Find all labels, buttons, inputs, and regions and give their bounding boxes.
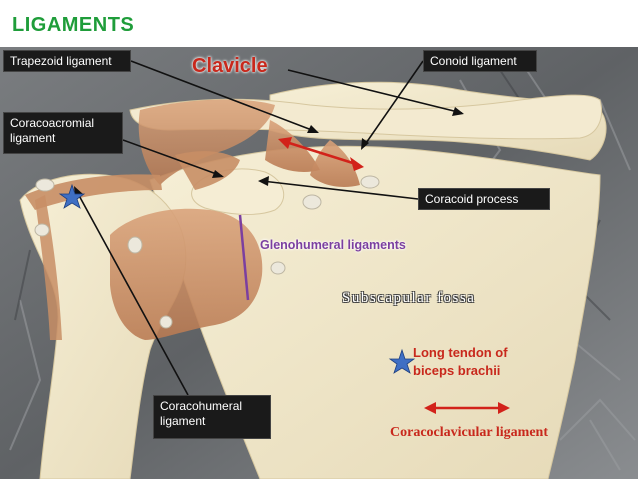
pointer-coracohumeral xyxy=(75,189,189,396)
coracoacromial-label-line1: Coracoacromial xyxy=(10,116,95,130)
coracoacromial-label-line2: ligament xyxy=(10,131,56,145)
star-icon xyxy=(58,183,86,209)
biceps-label-line2: biceps brachii xyxy=(413,363,501,378)
pointer-lines xyxy=(74,60,464,396)
subscapular-fossa-label: Subscapular fossa xyxy=(342,290,476,306)
slide-title: LIGAMENTS xyxy=(12,14,135,36)
clavicle-label: Clavicle xyxy=(192,55,268,77)
biceps-tendon-label: Long tendon of biceps brachii xyxy=(413,344,563,380)
glenohumeral-line xyxy=(238,214,250,301)
pointer-coracoacromial xyxy=(122,139,223,177)
trapezoid-ligament xyxy=(265,120,320,172)
coracoid-process-label: Coracoid process xyxy=(418,188,550,210)
coracoclavicular-ligament-label: Coracoclavicular ligament xyxy=(390,425,548,440)
star-icon xyxy=(388,348,416,374)
double-arrow-icon xyxy=(424,402,510,414)
conoid-ligament-label: Conoid ligament xyxy=(423,50,537,72)
coracoacromial-ligament xyxy=(138,99,275,185)
pointer-trapezoid xyxy=(130,60,318,133)
coracohumeral-ligament-label: Coracohumeral ligament xyxy=(153,395,271,439)
pointer-conoid xyxy=(363,60,424,147)
coracoclavicular-marker xyxy=(278,137,364,171)
coracohumeral-band xyxy=(25,174,162,210)
pointer-coracoid xyxy=(261,180,419,200)
glenohumeral-capsule xyxy=(110,208,263,340)
biceps-label-line1: Long tendon of xyxy=(413,345,508,360)
conoid-ligament xyxy=(310,140,360,187)
coracoacromial-ligament-label: Coracoacromial ligament xyxy=(3,112,123,154)
coracohumeral-label-line1: Coracohumeral xyxy=(160,399,243,413)
trapezoid-ligament-label: Trapezoid ligament xyxy=(3,50,131,72)
glenohumeral-ligaments-label: Glenohumeral ligaments xyxy=(260,238,406,252)
coracohumeral-label-line2: ligament xyxy=(160,414,206,428)
model-pegs xyxy=(34,175,380,329)
pointer-clavicle xyxy=(287,69,463,114)
